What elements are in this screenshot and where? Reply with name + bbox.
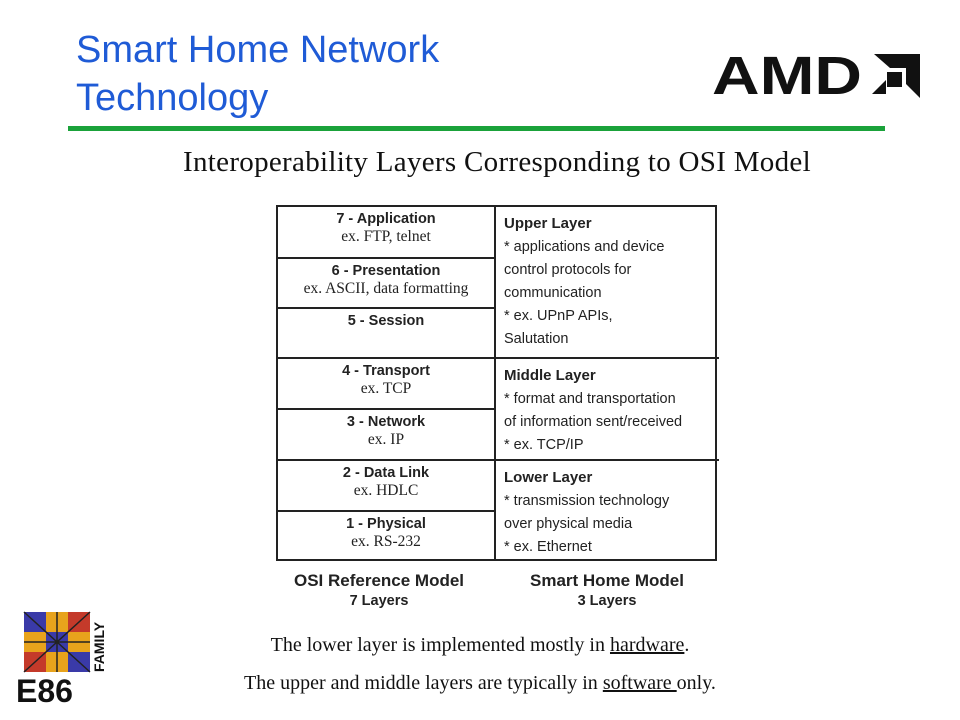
smart-home-layer-line: * ex. TCP/IP (504, 437, 584, 453)
osi-layer-7: 7 - Application ex. FTP, telnet (278, 207, 494, 259)
osi-layer-name: 4 - Transport (342, 363, 430, 379)
note-text: . (684, 634, 690, 656)
title-rule (68, 126, 885, 131)
smart-home-layer-line: * ex. Ethernet (504, 539, 592, 555)
smart-home-caption-count: 3 Layers (577, 593, 637, 609)
amd-logo-text: AMD (712, 50, 862, 100)
osi-layer-5: 5 - Session (278, 309, 494, 359)
slide-title-line2: Technology (76, 77, 269, 119)
smart-home-layer-line: * ex. UPnP APIs, (504, 308, 613, 324)
osi-layer-3: 3 - Network ex. IP (278, 410, 494, 461)
smart-home-layer-line: Salutation (504, 331, 569, 347)
slide-title: Smart Home Network Technology (76, 26, 439, 122)
osi-layer-name: 1 - Physical (346, 516, 426, 532)
osi-layer-name: 3 - Network (346, 414, 426, 430)
smart-home-layer-name: Lower Layer (504, 469, 593, 486)
note-text: The lower layer is implemented mostly in (270, 634, 610, 656)
smart-home-caption-title: Smart Home Model (530, 571, 684, 590)
note-software: The upper and middle layers are typicall… (0, 672, 960, 695)
osi-caption: OSI Reference Model 7 Layers (272, 571, 486, 609)
osi-caption-title: OSI Reference Model (293, 571, 465, 590)
osi-layer-example: ex. IP (367, 431, 405, 448)
smart-home-caption: Smart Home Model 3 Layers (496, 571, 718, 609)
osi-layer-example: ex. HDLC (353, 482, 419, 499)
smart-home-layer-line: * transmission technology (504, 493, 670, 509)
osi-layer-2: 2 - Data Link ex. HDLC (278, 461, 494, 512)
osi-layer-name: 6 - Presentation (331, 263, 441, 279)
smart-home-layer-line: of information sent/received (504, 414, 683, 430)
e86-family-logo: E86 FAMILY (16, 611, 107, 708)
layer-diagram: 7 - Application ex. FTP, telnet 6 - Pres… (276, 205, 719, 561)
osi-caption-count: 7 Layers (349, 593, 409, 609)
note-underlined: software (602, 672, 677, 694)
smart-home-layer-line: communication (504, 285, 602, 301)
smart-home-upper-layer: Upper Layer * applications and device co… (496, 207, 719, 359)
osi-layer-example: ex. FTP, telnet (341, 228, 431, 245)
amd-arrow-icon (872, 54, 920, 98)
note-text: only. (676, 672, 716, 694)
osi-layer-6: 6 - Presentation ex. ASCII, data formatt… (278, 259, 494, 309)
osi-layer-1: 1 - Physical ex. RS-232 (278, 512, 494, 559)
smart-home-lower-layer: Lower Layer * transmission technology ov… (496, 461, 719, 559)
slide-subtitle: Interoperability Layers Corresponding to… (183, 146, 811, 178)
osi-layer-example: ex. TCP (360, 380, 412, 397)
osi-layer-4: 4 - Transport ex. TCP (278, 359, 494, 410)
family-text: FAMILY (91, 621, 107, 672)
slide-title-line1: Smart Home Network (76, 29, 440, 71)
osi-layer-example: ex. ASCII, data formatting (303, 280, 469, 297)
smart-home-middle-layer: Middle Layer * format and transportation… (496, 359, 719, 461)
smart-home-layer-line: control protocols for (504, 262, 632, 278)
e86-text: E86 (16, 673, 73, 708)
osi-layer-example: ex. RS-232 (351, 533, 421, 550)
note-text: The upper and middle layers are typicall… (244, 672, 603, 694)
smart-home-layer-name: Upper Layer (504, 215, 592, 232)
note-hardware: The lower layer is implemented mostly in… (0, 634, 960, 657)
osi-layer-name: 2 - Data Link (342, 465, 430, 481)
osi-layer-name: 7 - Application (336, 211, 436, 227)
osi-layer-name: 5 - Session (347, 313, 425, 329)
smart-home-layer-name: Middle Layer (504, 367, 596, 384)
smart-home-layer-line: over physical media (504, 516, 633, 532)
smart-home-layer-line: * format and transportation (504, 391, 676, 407)
osi-column: 7 - Application ex. FTP, telnet 6 - Pres… (278, 207, 496, 559)
amd-logo: AMD (712, 50, 920, 100)
smart-home-layer-line: * applications and device (504, 239, 665, 255)
note-underlined: hardware (609, 634, 685, 656)
